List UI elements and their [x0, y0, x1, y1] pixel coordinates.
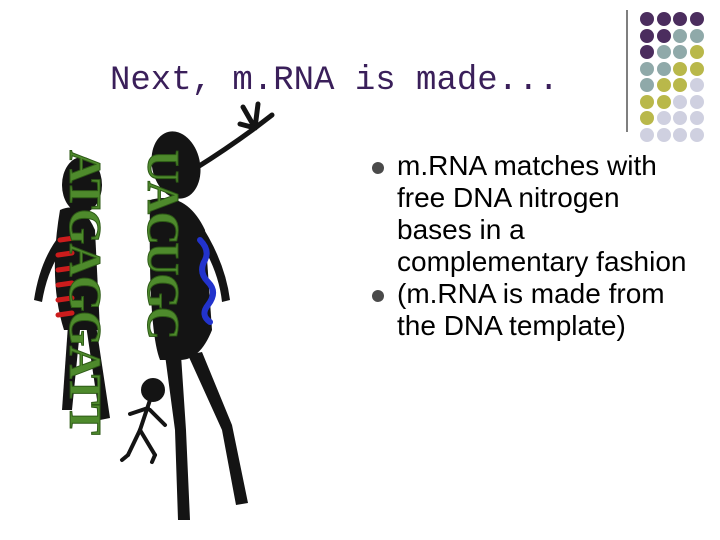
- decorative-dot: [689, 94, 704, 109]
- bullet-list: m.RNA matches with free DNA nitrogen bas…: [372, 150, 692, 342]
- decorative-dot: [689, 61, 704, 76]
- bullet-text: m.RNA matches with free DNA nitrogen bas…: [397, 150, 687, 277]
- decorative-dot: [673, 28, 687, 43]
- decorative-dot: [640, 61, 654, 76]
- decorative-dot: [640, 45, 654, 59]
- decorative-dot: [689, 28, 704, 43]
- decorative-dot: [656, 111, 671, 125]
- decorative-dot: [640, 28, 654, 43]
- rna-strand-label: UACUGC: [138, 150, 189, 340]
- decorative-dot: [656, 127, 671, 142]
- large-figure-right: [149, 131, 248, 520]
- decorative-dot: [673, 127, 687, 142]
- raised-hand: [193, 101, 275, 171]
- bullet-dot-icon: [372, 290, 384, 302]
- decorative-dot: [656, 61, 671, 76]
- bullet-item: (m.RNA is made from the DNA template): [372, 278, 692, 342]
- decorative-dot: [640, 111, 654, 125]
- bullet-item: m.RNA matches with free DNA nitrogen bas…: [372, 150, 692, 278]
- decorative-dot: [689, 127, 704, 142]
- dna-strand-label: ATGAGGATT: [60, 150, 111, 435]
- decorative-dot: [673, 45, 687, 59]
- decorative-dot: [689, 12, 704, 26]
- decorative-dot: [673, 94, 687, 109]
- decorative-dot: [640, 12, 654, 26]
- decorative-dot: [689, 45, 704, 59]
- decorative-dot: [656, 94, 671, 109]
- bullet-text: (m.RNA is made from the DNA template): [397, 278, 665, 341]
- decorative-dot: [673, 61, 687, 76]
- slide-title: Next, m.RNA is made...: [110, 62, 559, 100]
- decorative-dot: [673, 78, 687, 92]
- decorative-dot: [640, 127, 654, 142]
- decorative-dot: [689, 111, 704, 125]
- decorative-dot: [640, 78, 654, 92]
- bullet-dot-icon: [372, 162, 384, 174]
- decorative-dot: [656, 28, 671, 43]
- decorative-dot: [689, 78, 704, 92]
- small-walking-figure: [120, 378, 167, 464]
- decorative-dot: [673, 111, 687, 125]
- divider-line: [626, 10, 628, 132]
- blue-strand: [197, 237, 216, 325]
- red-bands: [55, 235, 77, 318]
- decorative-dot: [656, 45, 671, 59]
- decorative-dot: [656, 78, 671, 92]
- decorative-dot: [673, 12, 687, 26]
- decorative-dot: [656, 12, 671, 26]
- decorative-dot: [640, 94, 654, 109]
